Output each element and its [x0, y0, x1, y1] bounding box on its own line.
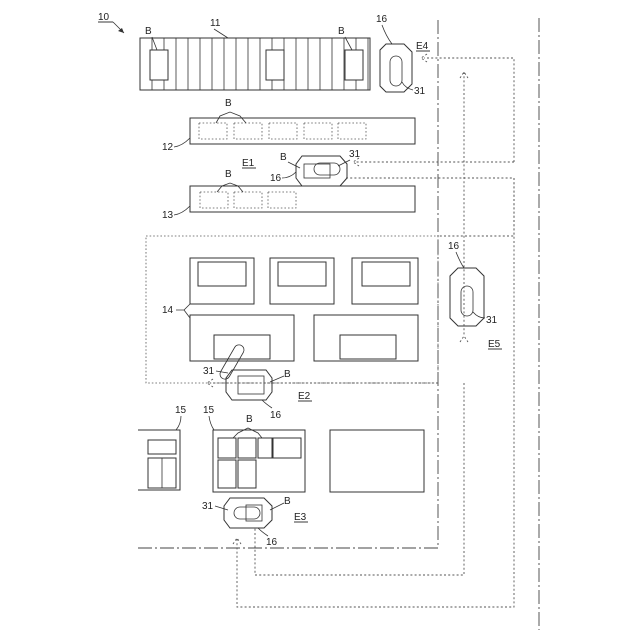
ref-31-label: 31	[202, 501, 214, 512]
area-e4-label: E4	[416, 41, 429, 52]
station-14: 14	[146, 236, 438, 383]
ref-31-label: 31	[486, 315, 498, 326]
area-e1-label: E1	[242, 158, 255, 169]
ref-31-label: 31	[203, 366, 215, 377]
station-15-right: 15 B	[203, 405, 305, 492]
ref-12-label: 12	[162, 142, 174, 153]
station-12: B 12	[162, 98, 415, 153]
ref-31-label: 31	[414, 86, 426, 97]
station-block	[330, 430, 424, 492]
ref-b-label: B	[284, 496, 291, 507]
ref-b-label: B	[338, 26, 345, 37]
area-e5-label: E5	[488, 339, 501, 350]
vehicle-16-e1: 16 B 31 E1	[242, 149, 361, 186]
vehicle-16-e3: 31 B 16 E3	[202, 496, 308, 548]
ref-13-label: 13	[162, 210, 174, 221]
ref-b-label: B	[246, 414, 253, 425]
ref-b-label: B	[225, 169, 232, 180]
ref-16-label: 16	[270, 173, 282, 184]
ref-16-label: 16	[270, 410, 282, 421]
vehicle-16-e4: 16 31 E4	[376, 14, 430, 97]
vehicle-16-e5: 16 31 E5	[448, 241, 502, 350]
ref-b-label: B	[280, 152, 287, 163]
ref-15-label: 15	[203, 405, 215, 416]
ref-b-label: B	[225, 98, 232, 109]
travel-routes	[207, 54, 514, 607]
ref-14-label: 14	[162, 305, 174, 316]
ref-16-label: 16	[376, 14, 388, 25]
ref-16-label: 16	[266, 537, 278, 548]
ref-16-label: 16	[448, 241, 460, 252]
area-e3-label: E3	[294, 512, 307, 523]
svg-text:10: 10	[98, 12, 110, 23]
station-15-left: 15	[138, 405, 187, 490]
ref-15-label: 15	[175, 405, 187, 416]
station-11: 11 B B	[140, 18, 370, 90]
ref-10-label: 10	[98, 12, 124, 33]
vehicle-16-e2: 31 B 16 E2	[203, 343, 312, 421]
ref-b-label: B	[284, 369, 291, 380]
ref-b-label: B	[145, 26, 152, 37]
area-e2-label: E2	[298, 391, 311, 402]
ref-11-label: 11	[210, 18, 221, 29]
boundary-lines	[138, 18, 539, 630]
